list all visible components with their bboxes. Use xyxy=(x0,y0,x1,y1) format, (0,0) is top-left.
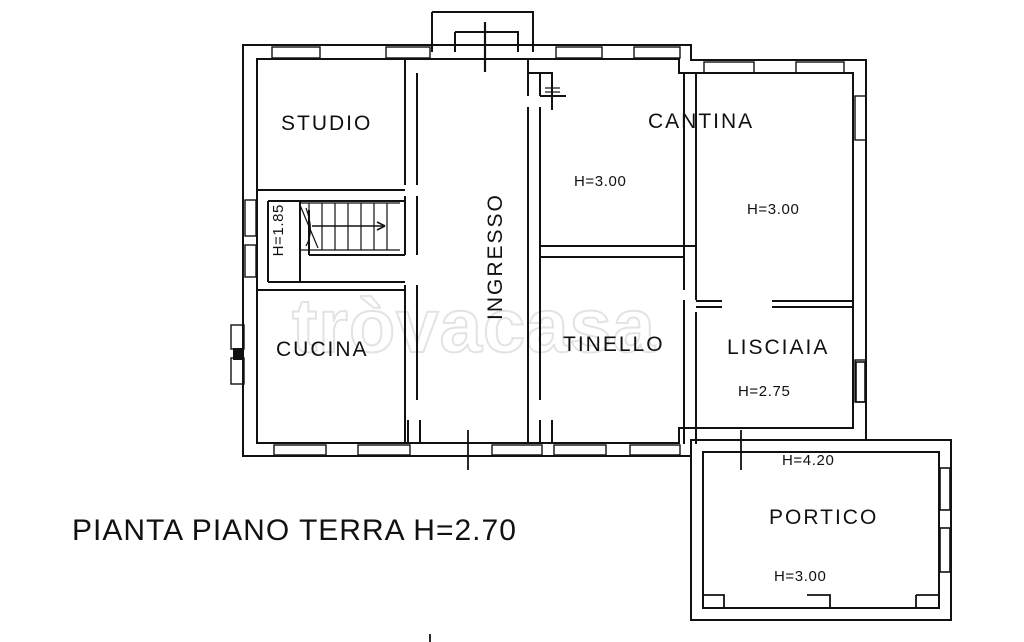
room-label-cantina: CANTINA xyxy=(648,110,755,133)
interior-wall-lisciaia-top xyxy=(696,300,853,308)
room-label-tinello: TINELLO xyxy=(563,333,665,356)
bottom-wall-jambs xyxy=(407,420,553,444)
wall-hatching xyxy=(256,59,854,443)
room-label-portico: PORTICO xyxy=(769,506,879,529)
interior-wall-ingresso-left xyxy=(404,59,418,444)
room-height-portico-front: H=4.20 xyxy=(782,452,835,469)
room-height-cantina-right: H=3.00 xyxy=(747,201,800,218)
window-openings-bottom xyxy=(273,444,681,456)
portico-outline xyxy=(690,439,952,621)
door-lisciaia-right xyxy=(855,361,866,403)
room-height-portico: H=3.00 xyxy=(774,568,827,585)
door-swing-cantina xyxy=(545,84,560,100)
room-height-stairwell: H=1.85 xyxy=(270,204,287,257)
stair-direction-arrow xyxy=(312,221,386,231)
interior-wall-ingresso-right xyxy=(527,59,541,444)
room-height-cantina-left: H=3.00 xyxy=(574,173,627,190)
room-label-studio: STUDIO xyxy=(281,112,373,135)
interior-wall-cantina xyxy=(683,73,697,444)
room-label-cucina: CUCINA xyxy=(276,338,369,361)
window-openings-top xyxy=(271,46,845,74)
portico-pillars xyxy=(703,594,939,608)
room-label-lisciaia: LISCIAIA xyxy=(727,336,830,359)
interior-wall-cantina-left-bottom xyxy=(540,245,696,258)
portico-right-openings xyxy=(939,467,951,573)
room-height-lisciaia: H=2.75 xyxy=(738,383,791,400)
entrance-porch xyxy=(431,11,534,72)
dimension-ticks xyxy=(429,430,742,642)
drawing-title: PIANTA PIANO TERRA H=2.70 xyxy=(72,514,517,547)
stair-railing-curve xyxy=(299,204,319,249)
room-label-ingresso: INGRESSO xyxy=(484,193,507,320)
interior-wall-studio-bottom xyxy=(257,189,405,202)
window-openings-right xyxy=(854,95,867,403)
window-openings-left xyxy=(230,199,257,385)
